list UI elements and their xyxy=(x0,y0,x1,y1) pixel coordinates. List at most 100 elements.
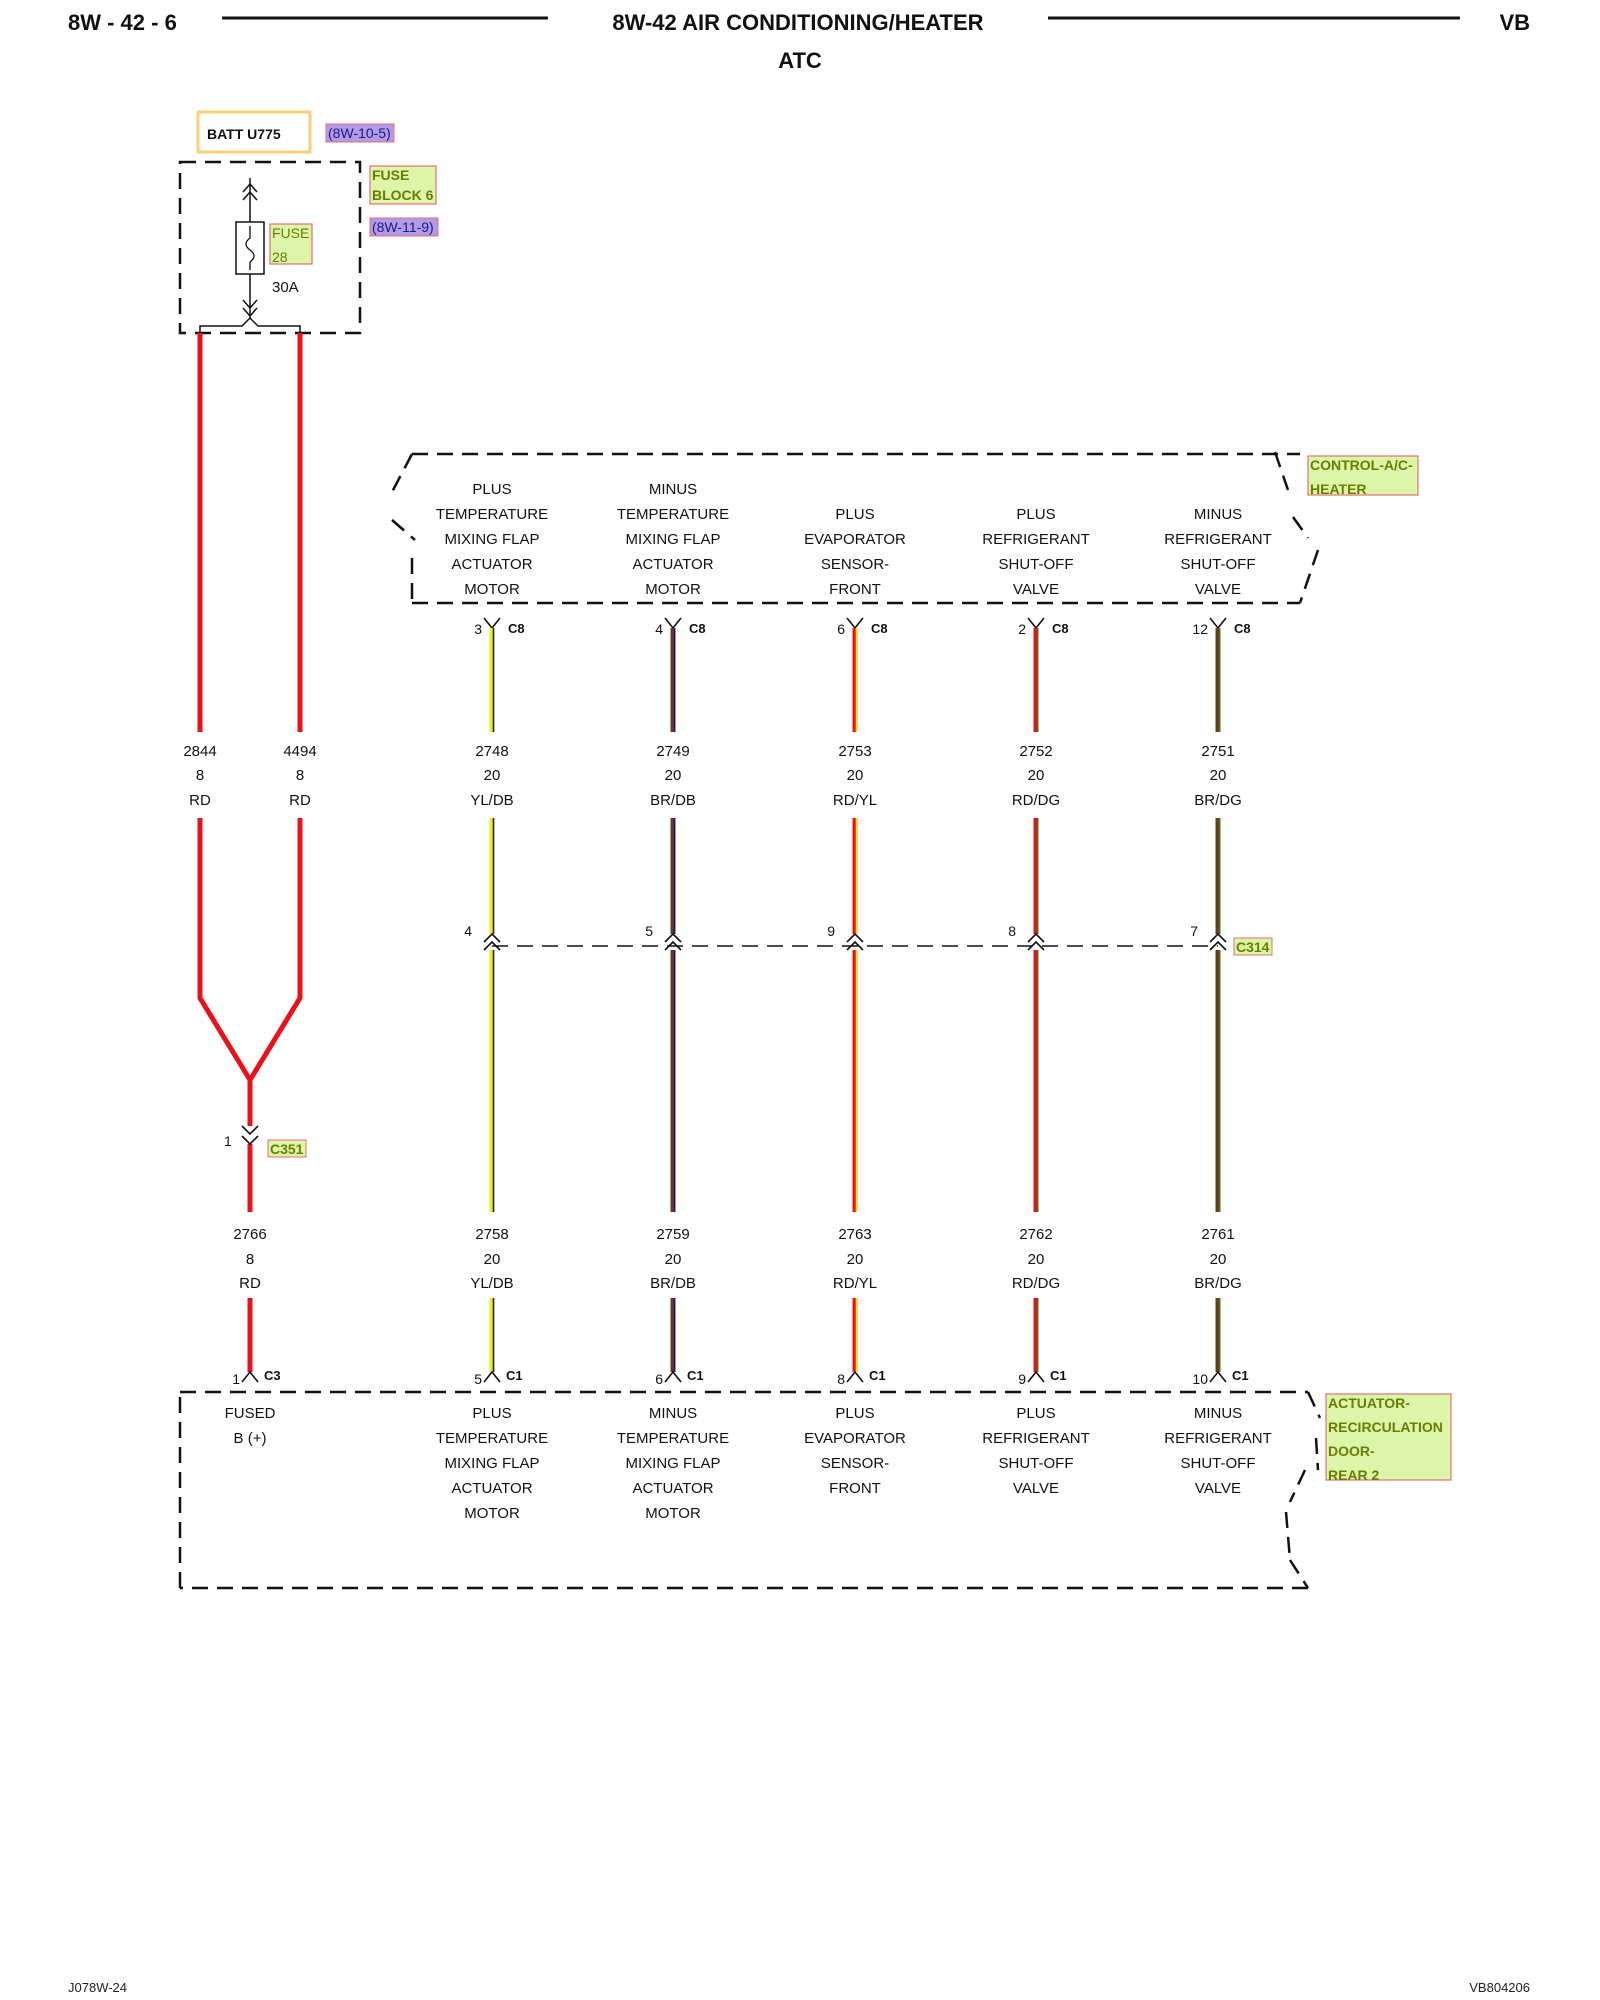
control-function-text: ACTUATOR xyxy=(632,556,713,573)
c314-pin-number: 5 xyxy=(645,923,653,939)
actuator-pin-number: 9 xyxy=(1018,1371,1026,1387)
wire-2844-lower xyxy=(197,818,253,1082)
wire-gauge: 20 xyxy=(665,767,682,784)
wire-gauge: 20 xyxy=(847,1251,864,1268)
wire-gauge: 8 xyxy=(246,1251,254,1268)
wire-circuit-number: 2762 xyxy=(1019,1226,1052,1243)
connector-pin-icon xyxy=(846,617,864,630)
wire-gauge: 8 xyxy=(196,767,204,784)
control-pin-number: 4 xyxy=(655,621,663,637)
actuator-pin-number: 1 xyxy=(232,1371,240,1387)
fuse-label-2: 28 xyxy=(272,249,288,265)
control-function-text: SHUT-OFF xyxy=(999,556,1074,573)
control-function-text: PLUS xyxy=(1016,506,1055,523)
connector-pin-icon xyxy=(483,1370,501,1383)
control-function-text: REFRIGERANT xyxy=(1164,531,1272,548)
wire-gauge: 20 xyxy=(665,1251,682,1268)
fuse-block-tag xyxy=(369,165,437,205)
actuator-pin-connector: C1 xyxy=(1050,1368,1067,1383)
control-function-text: SENSOR- xyxy=(821,556,889,573)
batt-source-box xyxy=(196,110,312,154)
page-title: 8W-42 AIR CONDITIONING/HEATER xyxy=(612,10,983,35)
actuator-function-text: TEMPERATURE xyxy=(436,1430,548,1447)
wire-circuit-number: 2753 xyxy=(838,743,871,760)
wire-color-code: BR/DG xyxy=(1194,1275,1242,1292)
actuator-function-text: B (+) xyxy=(234,1430,267,1447)
control-function-text: TEMPERATURE xyxy=(617,506,729,523)
actuator-pin-connector: C3 xyxy=(264,1368,281,1383)
signal-wires xyxy=(489,628,1221,1372)
wire-gauge: 20 xyxy=(484,767,501,784)
fuse-out-arrow-icon xyxy=(242,299,258,318)
actuator-function-text: ACTUATOR xyxy=(632,1480,713,1497)
fuse-split-icon xyxy=(199,316,301,333)
control-pin-connector: C8 xyxy=(871,621,888,636)
control-function-text: MINUS xyxy=(1194,506,1242,523)
wire-circuit-number: 2748 xyxy=(475,743,508,760)
wire-color-code: BR/DG xyxy=(1194,792,1242,809)
actuator-function-text: FUSED xyxy=(225,1405,276,1422)
actuator-pin-connector: C1 xyxy=(869,1368,886,1383)
wire-gauge: 8 xyxy=(296,767,304,784)
c351-label: C351 xyxy=(270,1141,304,1157)
actuator-name-2: RECIRCULATION xyxy=(1328,1419,1443,1435)
control-function-text: TEMPERATURE xyxy=(436,506,548,523)
actuator-function-text: REFRIGERANT xyxy=(1164,1430,1272,1447)
fuse-top-arrow-icon xyxy=(242,182,258,201)
control-pin-connector: C8 xyxy=(689,621,706,636)
connector-pin-icon xyxy=(1027,1370,1045,1383)
wire-circuit-number: 2758 xyxy=(475,1226,508,1243)
wire-gauge: 20 xyxy=(1028,767,1045,784)
control-function-text: MIXING FLAP xyxy=(444,531,539,548)
wire-gauge: 20 xyxy=(847,767,864,784)
actuator-function-text: EVAPORATOR xyxy=(804,1430,906,1447)
wire-color-code: YL/DB xyxy=(470,792,513,809)
fuse-block-ref-link[interactable]: (8W-11-9) xyxy=(372,219,434,235)
actuator-function-text: REFRIGERANT xyxy=(982,1430,1090,1447)
control-module-name-1: CONTROL-A/C- xyxy=(1310,457,1413,473)
c314-pin-icon xyxy=(664,932,682,951)
fuse-block-ref-badge[interactable] xyxy=(369,217,439,237)
wire-color-code: RD/DG xyxy=(1012,1275,1060,1292)
control-pin-connector: C8 xyxy=(1052,621,1069,636)
control-module-tag xyxy=(1307,455,1419,496)
control-function-text: PLUS xyxy=(472,481,511,498)
model-code: VB xyxy=(1499,10,1530,35)
wire-color-code: RD/YL xyxy=(833,1275,877,1292)
control-module-box xyxy=(390,451,1320,605)
control-pin-connector: C8 xyxy=(508,621,525,636)
connector-pin-icon xyxy=(1027,617,1045,630)
connector-pin-icon xyxy=(241,1370,259,1383)
c351-pin: 1 xyxy=(224,1133,232,1149)
actuator-pin-connector: C1 xyxy=(1232,1368,1249,1383)
actuator-function-text: MOTOR xyxy=(645,1505,701,1522)
actuator-function-text: TEMPERATURE xyxy=(617,1430,729,1447)
control-function-text: REFRIGERANT xyxy=(982,531,1090,548)
batt-ref-link[interactable]: (8W-10-5) xyxy=(328,125,391,141)
wire-circuit-number: 2751 xyxy=(1201,743,1234,760)
wire-color-code: RD/DG xyxy=(1012,792,1060,809)
footer-right: VB804206 xyxy=(1469,1980,1530,1995)
c314-label: C314 xyxy=(1236,939,1270,955)
batt-ref-badge[interactable] xyxy=(325,123,395,143)
actuator-tag xyxy=(1325,1393,1452,1481)
feed-wires xyxy=(197,333,303,1372)
connector-pin-icon xyxy=(1209,617,1227,630)
wire-color-code: RD/YL xyxy=(833,792,877,809)
fuse-block-label-2: BLOCK 6 xyxy=(372,187,434,203)
wire-4494-lower xyxy=(247,818,303,1082)
actuator-function-text: MIXING FLAP xyxy=(444,1455,539,1472)
fuse-element-icon xyxy=(245,226,255,270)
control-pin-number: 3 xyxy=(474,621,482,637)
actuator-function-text: MINUS xyxy=(1194,1405,1242,1422)
actuator-function-text: SHUT-OFF xyxy=(999,1455,1074,1472)
fuse-block-box xyxy=(178,160,362,335)
footer-left: J078W-24 xyxy=(68,1980,127,1995)
c314-pin-number: 4 xyxy=(464,923,472,939)
connector-pin-icon xyxy=(483,617,501,630)
upper-wire-labels: 28448RD44948RD274820YL/DB274920BR/DB2753… xyxy=(183,743,1241,809)
actuator-pin-number: 10 xyxy=(1192,1371,1208,1387)
actuator-pin-connector: C1 xyxy=(687,1368,704,1383)
